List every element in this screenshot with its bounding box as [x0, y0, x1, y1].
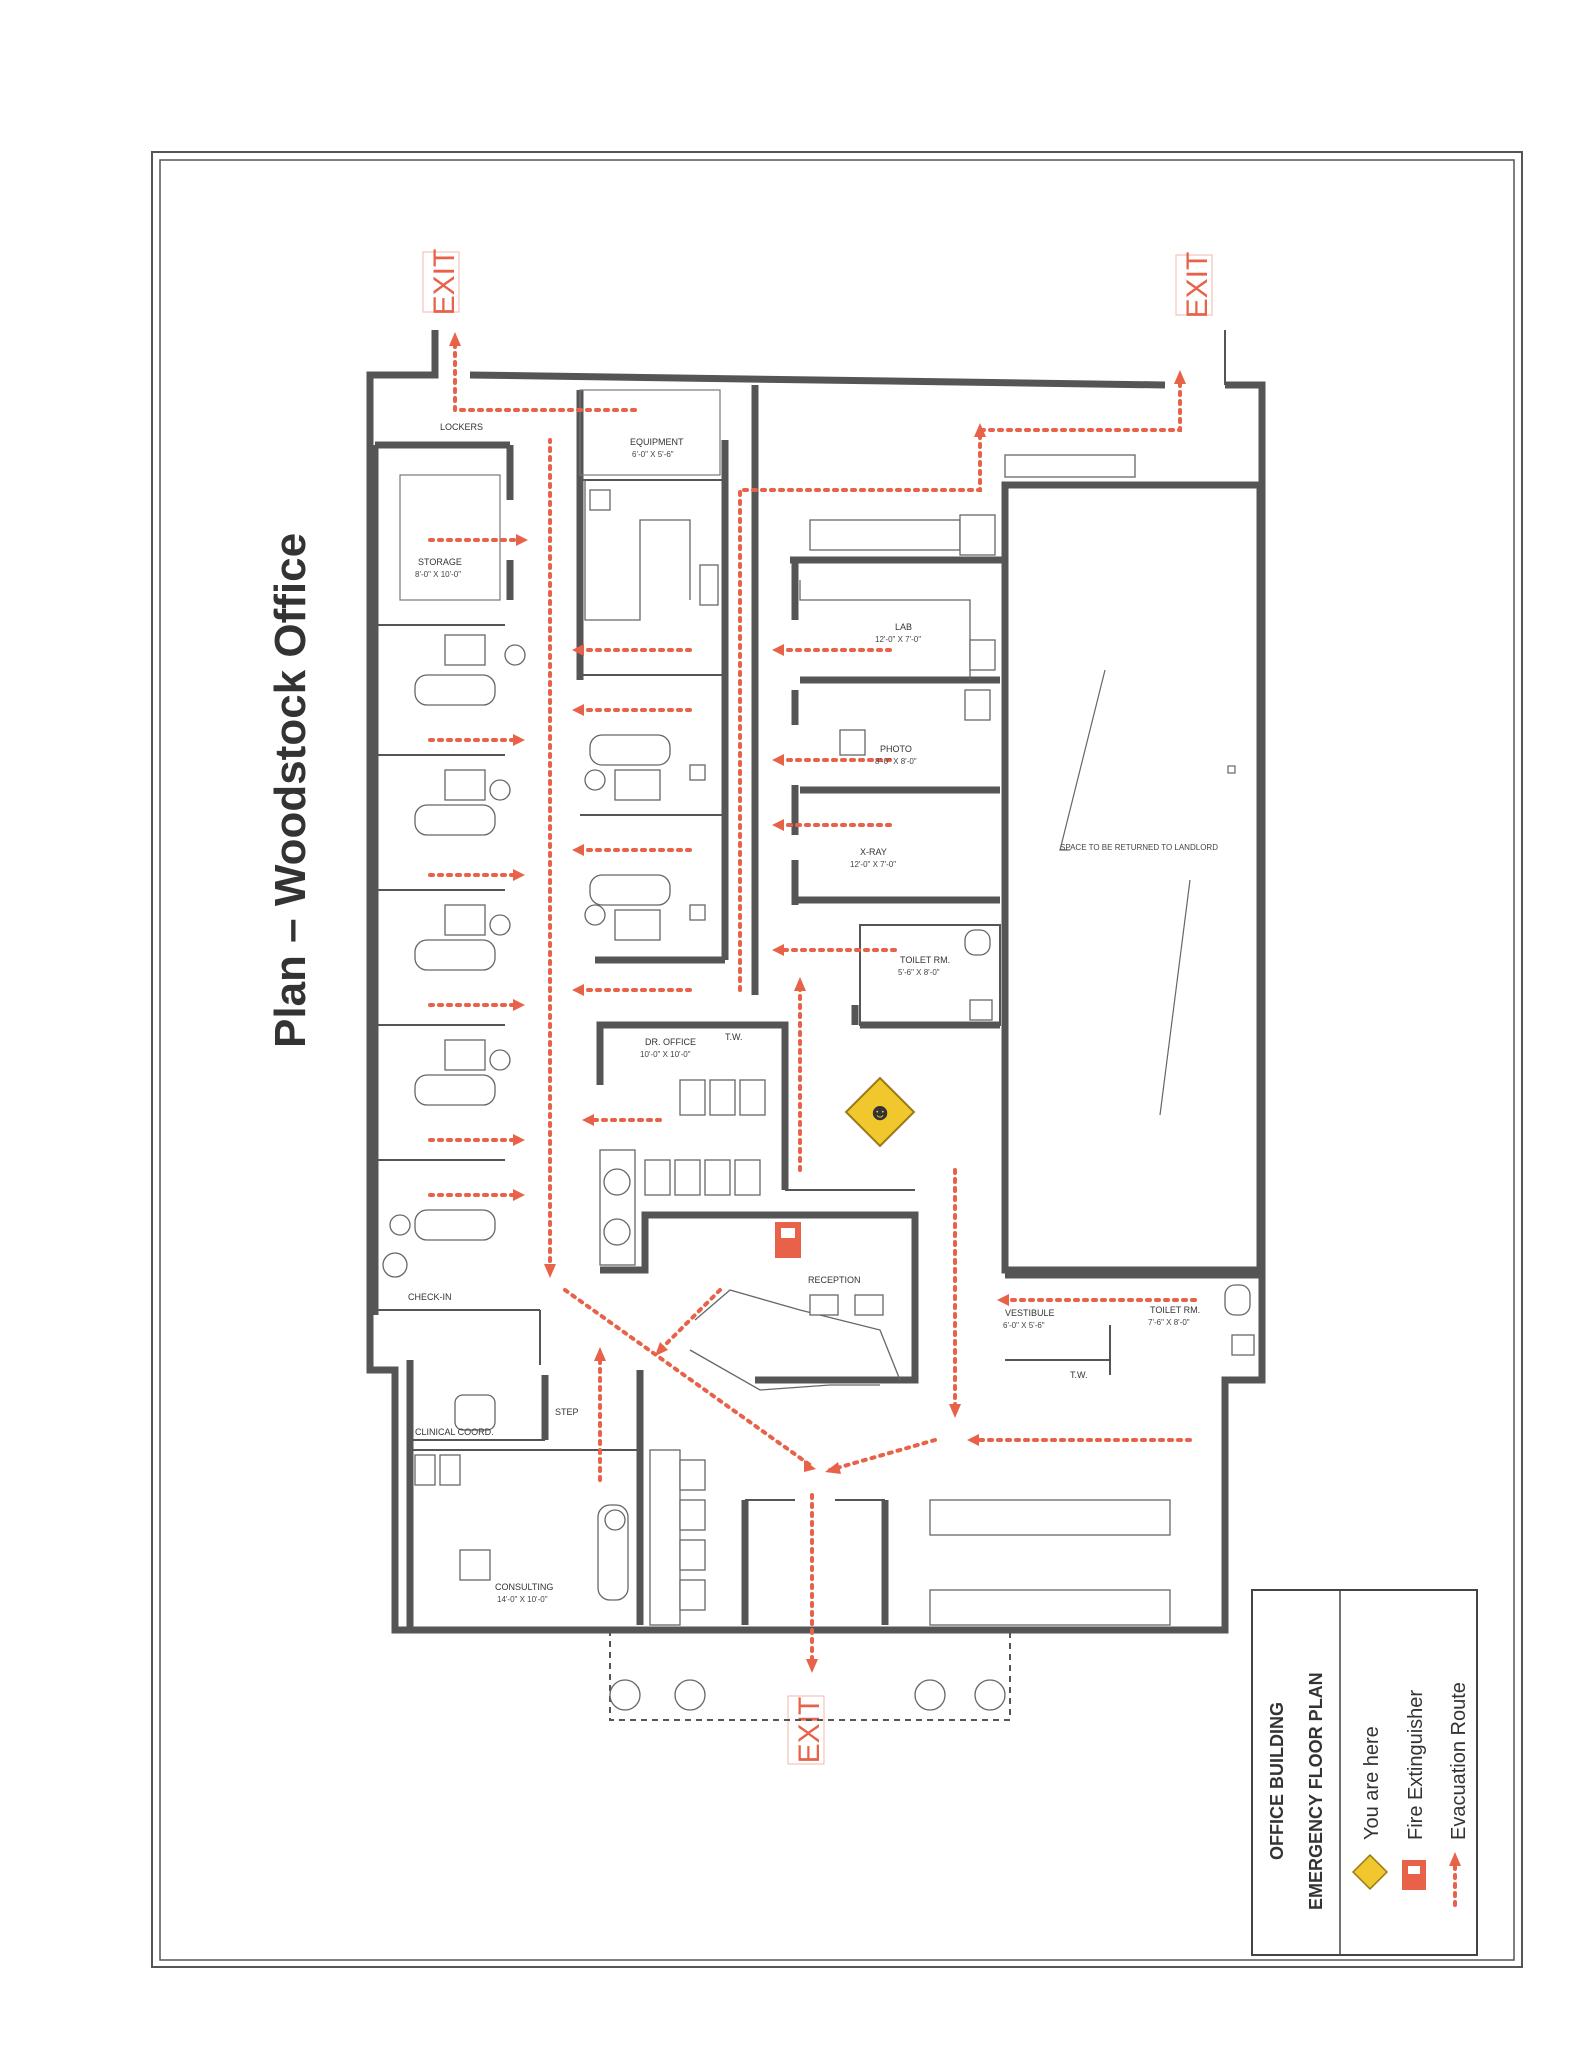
route-arrowheads	[449, 332, 1186, 1673]
svg-text:STORAGE: STORAGE	[418, 557, 462, 567]
svg-text:LAB: LAB	[895, 622, 912, 632]
plan-title: Plan – Woodstock Office	[266, 533, 315, 1048]
legend-route-label: Evacuation Route	[1448, 1682, 1470, 1840]
furniture	[382, 454, 1255, 1711]
svg-text:CONSULTING: CONSULTING	[495, 1582, 553, 1592]
svg-text:14'-0" X 10'-0": 14'-0" X 10'-0"	[497, 1595, 548, 1604]
room-labels: LOCKERS EQUIPMENT 6'-0" X 5'-6" STORAGE …	[408, 422, 1218, 1604]
evacuation-routes	[428, 338, 1197, 1667]
legend-title-line2: EMERGENCY FLOOR PLAN	[1306, 1672, 1326, 1910]
exit-sign-top-left: EXIT	[422, 249, 461, 316]
svg-text:10'-0" X 10'-0": 10'-0" X 10'-0"	[640, 1050, 691, 1059]
legend-evacuation-route: Evacuation Route	[1448, 1682, 1470, 1907]
svg-text:6'-0" X 5'-6": 6'-0" X 5'-6"	[632, 450, 674, 459]
svg-text:T.W.: T.W.	[725, 1032, 743, 1042]
legend-title-line1: OFFICE BUILDING	[1267, 1702, 1287, 1860]
legend-you-label: You are here	[1361, 1726, 1383, 1840]
svg-text:STEP: STEP	[555, 1407, 579, 1417]
svg-text:T.W.: T.W.	[1070, 1370, 1088, 1380]
inner-frame	[159, 159, 1515, 1961]
outer-frame	[151, 151, 1523, 1968]
svg-text:CHECK-IN: CHECK-IN	[408, 1292, 452, 1302]
svg-text:12'-0" X 7'-0": 12'-0" X 7'-0"	[850, 860, 896, 869]
interior-walls	[371, 385, 1264, 1630]
svg-text:8'-0" X 8'-0": 8'-0" X 8'-0"	[875, 757, 917, 766]
svg-text:☻: ☻	[867, 1099, 892, 1126]
fire-extinguisher-marker	[775, 1222, 801, 1258]
exit-sign-bottom: EXIT	[787, 1695, 826, 1765]
svg-text:EXIT: EXIT	[428, 249, 461, 316]
svg-text:6'-0" X 5'-6": 6'-0" X 5'-6"	[1003, 1321, 1045, 1330]
legend-box: OFFICE BUILDING EMERGENCY FLOOR PLAN You…	[1251, 1589, 1478, 1956]
svg-text:5'-6" X 8'-0": 5'-6" X 8'-0"	[898, 968, 940, 977]
svg-text:TOILET RM.: TOILET RM.	[1150, 1305, 1200, 1315]
svg-text:8'-0" X 10'-0": 8'-0" X 10'-0"	[415, 570, 461, 579]
svg-text:PHOTO: PHOTO	[880, 744, 912, 754]
legend-fire-label: Fire Extinguisher	[1405, 1690, 1427, 1840]
legend-you-are-here: You are here	[1351, 1726, 1389, 1891]
landlord-space-lines	[1059, 669, 1236, 1116]
route-left-upper	[453, 338, 637, 412]
exit-sign-top-right: EXIT	[1175, 252, 1214, 319]
svg-text:DR. OFFICE: DR. OFFICE	[645, 1037, 696, 1047]
svg-text:TOILET RM.: TOILET RM.	[900, 955, 950, 965]
svg-text:SPACE TO BE RETURNED TO LANDLO: SPACE TO BE RETURNED TO LANDLORD	[1060, 843, 1218, 852]
legend-fire-extinguisher: Fire Extinguisher	[1402, 1690, 1427, 1890]
svg-text:7'-6" X 8'-0": 7'-6" X 8'-0"	[1148, 1318, 1190, 1327]
svg-text:EXIT: EXIT	[1181, 252, 1214, 319]
svg-text:EXIT: EXIT	[793, 1697, 826, 1764]
you-are-here-marker: ☻	[844, 1076, 916, 1148]
svg-text:EQUIPMENT: EQUIPMENT	[630, 437, 684, 447]
svg-text:12'-0" X 7'-0": 12'-0" X 7'-0"	[875, 635, 921, 644]
svg-text:CLINICAL COORD.: CLINICAL COORD.	[415, 1427, 494, 1437]
svg-text:X-RAY: X-RAY	[860, 847, 887, 857]
svg-text:VESTIBULE: VESTIBULE	[1005, 1308, 1055, 1318]
svg-text:RECEPTION: RECEPTION	[808, 1275, 861, 1285]
svg-text:LOCKERS: LOCKERS	[440, 422, 483, 432]
